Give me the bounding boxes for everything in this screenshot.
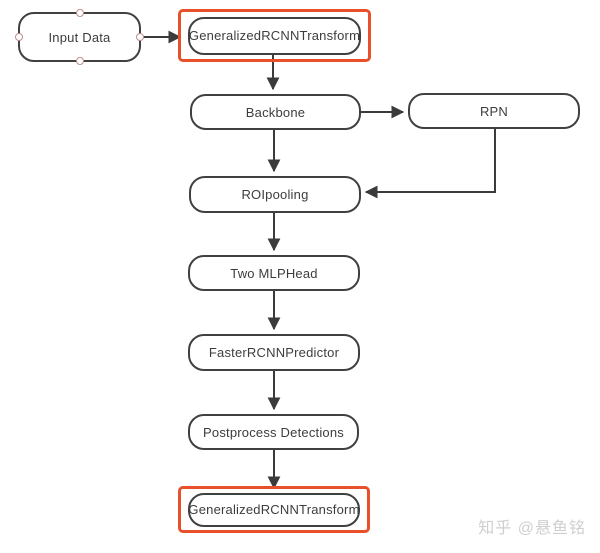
node-transform-top-label: GeneralizedRCNNTransform (188, 28, 361, 43)
connection-handle-left[interactable] (15, 33, 23, 41)
node-fasterrcnn-predictor-label: FasterRCNNPredictor (208, 345, 340, 360)
connection-handle-top[interactable] (75, 9, 84, 17)
node-input-data[interactable]: Input Data (15, 9, 144, 65)
watermark: 知乎 @悬鱼铭 (478, 520, 586, 537)
connector-rpn-to-roipooling (364, 129, 496, 199)
node-postprocess-detections-label: Postprocess Detections (203, 424, 344, 440)
node-roipooling-label: ROIpooling (241, 187, 309, 202)
node-fasterrcnn-predictor[interactable]: FasterRCNNPredictor (188, 334, 360, 371)
connection-handle-right[interactable] (136, 33, 144, 41)
connection-handle-bottom[interactable] (75, 57, 84, 65)
node-backbone-label: Backbone (245, 104, 306, 120)
node-rpn[interactable]: RPN (408, 93, 580, 129)
node-rpn-label: RPN (479, 103, 509, 119)
node-generalized-rcnn-transform-bottom[interactable]: GeneralizedRCNNTransform (188, 492, 360, 527)
node-backbone[interactable]: Backbone (190, 94, 361, 130)
node-roipooling[interactable]: ROIpooling (189, 176, 361, 213)
node-generalized-rcnn-transform-top[interactable]: GeneralizedRCNNTransform (188, 16, 361, 55)
node-input-data-label: Input Data (48, 29, 111, 45)
node-postprocess-detections[interactable]: Postprocess Detections (188, 414, 359, 450)
node-two-mlphead[interactable]: Two MLPHead (188, 255, 360, 291)
node-transform-bottom-label: GeneralizedRCNNTransform (188, 502, 360, 517)
node-two-mlphead-label: Two MLPHead (230, 265, 318, 281)
selection-frame-transform-top: GeneralizedRCNNTransform (178, 9, 371, 62)
selection-frame-transform-bottom: GeneralizedRCNNTransform (178, 486, 370, 533)
